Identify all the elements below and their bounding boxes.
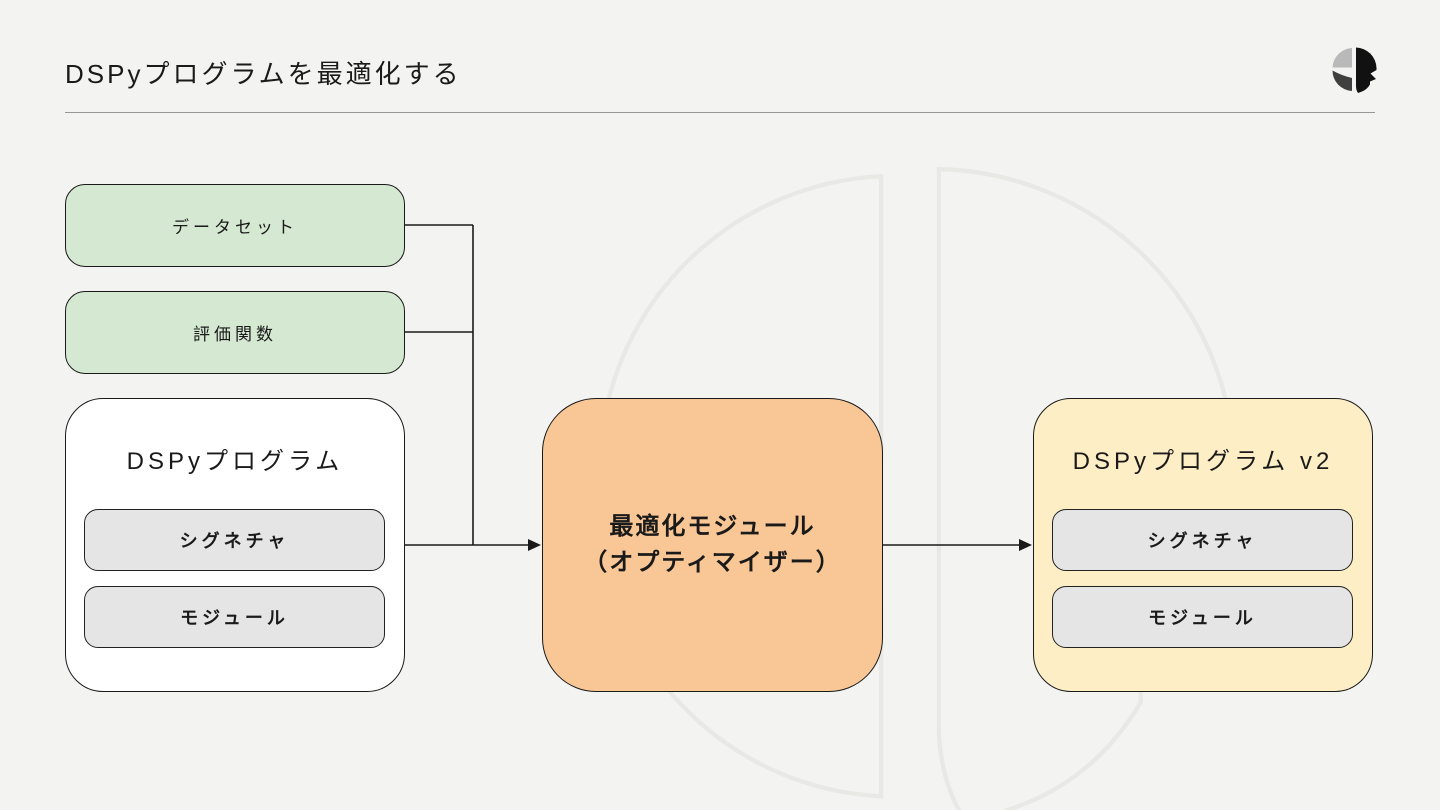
company-logo-icon xyxy=(1332,47,1377,93)
node-evaluation-function: 評価関数 xyxy=(65,291,405,374)
node-module: モジュール xyxy=(84,586,385,648)
page-title: DSPyプログラムを最適化する xyxy=(65,59,462,89)
node-dspy-program-v2: DSPyプログラム v2 シグネチャ モジュール xyxy=(1033,398,1373,692)
node-module-v2: モジュール xyxy=(1052,586,1353,648)
node-optimizer: 最適化モジュール （オプティマイザー） xyxy=(542,398,883,692)
node-module-v2-label: モジュール xyxy=(1148,608,1257,628)
node-signature-v2: シグネチャ xyxy=(1052,509,1353,571)
node-signature-label: シグネチャ xyxy=(179,531,290,551)
node-dspy-program: DSPyプログラム シグネチャ モジュール xyxy=(65,398,405,692)
node-signature: シグネチャ xyxy=(84,509,385,571)
node-optimizer-label-line2: （オプティマイザー） xyxy=(583,549,842,576)
node-dspy-program-title: DSPyプログラム xyxy=(126,448,344,475)
arrowhead-into-optimizer xyxy=(528,539,541,551)
node-signature-v2-label: シグネチャ xyxy=(1147,531,1258,551)
node-evaluation-function-label: 評価関数 xyxy=(193,325,277,344)
header-divider xyxy=(65,112,1375,113)
node-dataset: データセット xyxy=(65,184,405,267)
node-dataset-label: データセット xyxy=(172,218,298,237)
node-module-label: モジュール xyxy=(180,608,289,628)
node-dspy-program-v2-title: DSPyプログラム v2 xyxy=(1072,448,1334,475)
node-optimizer-label-line1: 最適化モジュール xyxy=(609,513,816,540)
arrowhead-into-program-v2 xyxy=(1019,539,1032,551)
